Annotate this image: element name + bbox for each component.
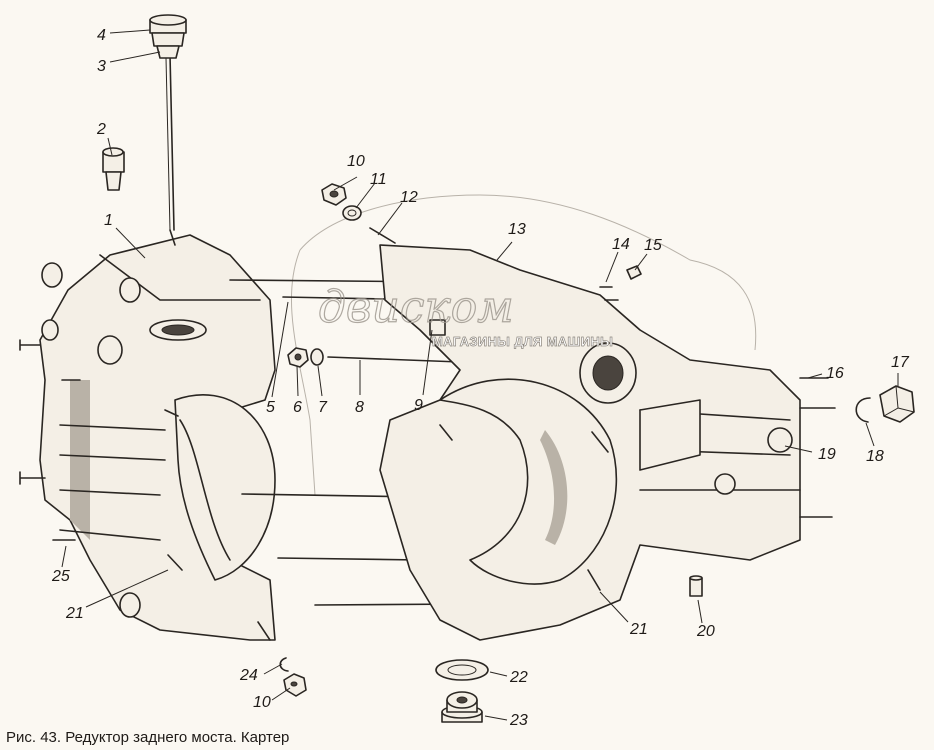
washer-7: [310, 348, 324, 366]
callout-12: 12: [400, 189, 418, 206]
dipstick-cap: [149, 14, 187, 59]
callout-10-bottom: 10: [253, 694, 271, 711]
callout-25: 25: [51, 568, 70, 585]
callout-8: 8: [355, 399, 364, 416]
nut-10-bottom: [283, 673, 307, 697]
callout-17: 17: [891, 354, 910, 371]
callout-4: 4: [97, 27, 106, 44]
callout-10-top: 10: [347, 153, 365, 170]
callout-6: 6: [293, 399, 302, 416]
callout-3: 3: [97, 58, 106, 75]
callout-22: 22: [509, 669, 528, 686]
callout-13: 13: [508, 221, 526, 238]
watermark-car-outline: [290, 194, 757, 496]
dipstick: [165, 54, 175, 231]
callout-labels: 4 3 2 1 10 11 12 13 14 15 5 6 7 8 9 16 1…: [51, 27, 910, 729]
callout-20: 20: [696, 623, 715, 640]
callout-2: 2: [96, 121, 106, 138]
watermark-brand: двиском: [318, 282, 514, 333]
right-housing-half: [369, 227, 836, 641]
leader-lines: [61, 29, 899, 721]
callout-19: 19: [818, 446, 836, 463]
watermark-tagline: МАГАЗИНЫ ДЛЯ МАШИНЫ: [432, 334, 613, 349]
lock-washer-18: [855, 397, 871, 423]
plug-20: [689, 575, 703, 597]
watermark: двиском МАГАЗИНЫ ДЛЯ МАШИНЫ: [317, 281, 613, 349]
callout-15: 15: [644, 237, 662, 254]
callout-16: 16: [826, 365, 844, 382]
callout-23: 23: [509, 712, 528, 729]
figure-caption: Рис. 43. Редуктор заднего моста. Картер: [6, 729, 290, 746]
nut-17: [879, 385, 915, 423]
plug-23: [441, 691, 483, 723]
nut-6: [287, 347, 309, 368]
callout-24: 24: [239, 667, 258, 684]
callout-21-left: 21: [65, 605, 84, 622]
nut-10-top: [321, 183, 347, 206]
pin-15: [626, 265, 642, 280]
callout-14: 14: [612, 236, 630, 253]
left-housing-half: [19, 229, 276, 641]
gasket-22: [435, 659, 489, 681]
callout-5: 5: [266, 399, 275, 416]
callout-1: 1: [104, 212, 113, 229]
breather-plug: [102, 147, 125, 191]
callout-9: 9: [414, 397, 423, 414]
callout-18: 18: [866, 448, 884, 465]
washer-11: [342, 205, 362, 221]
callout-7: 7: [318, 399, 328, 416]
callout-11: 11: [370, 171, 387, 188]
callout-21-right: 21: [629, 621, 648, 638]
